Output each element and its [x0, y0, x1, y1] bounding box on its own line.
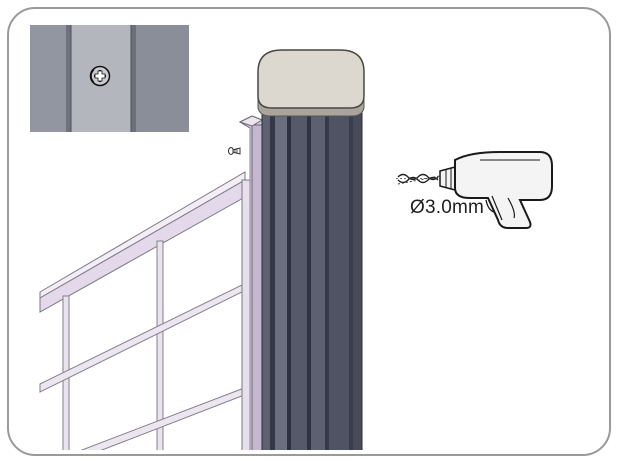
drill-icon	[396, 151, 553, 229]
screw-closeup-icon	[89, 65, 111, 87]
drill-diameter-label: Ø3.0mm	[410, 197, 485, 218]
fence-post	[257, 49, 365, 450]
fence-panel	[39, 171, 253, 450]
fence-horizontal-wires	[39, 279, 253, 450]
screw-icon	[228, 147, 241, 155]
post-cap	[257, 49, 365, 109]
post-bracket	[238, 115, 264, 450]
screw-closeup-inset	[30, 25, 189, 132]
